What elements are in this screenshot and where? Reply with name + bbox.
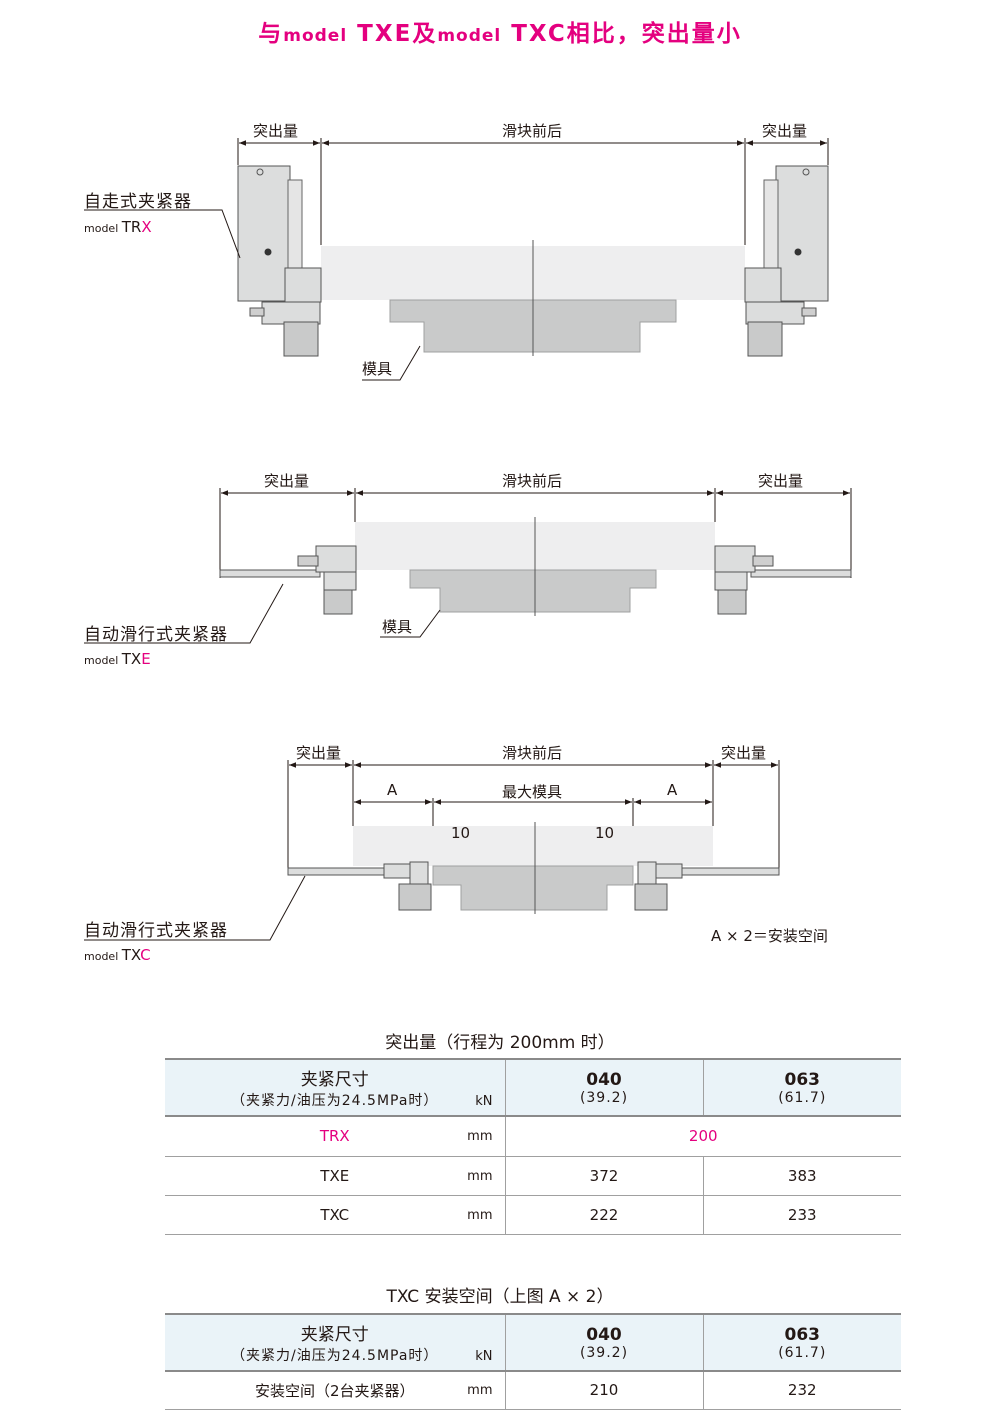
diagram3-right-clamp [634, 861, 780, 911]
d2-protrusion-right: 突出量 [758, 472, 804, 490]
diagram3-left-clamp [287, 861, 432, 911]
diagram2-dimensions [219, 488, 852, 578]
d1-mold-label: 模具 [362, 360, 393, 378]
page-heading: 与model TXE及model TXC相比，突出量小 [258, 21, 742, 47]
d3-clamp-name: 自动滑行式夹紧器 [84, 921, 228, 941]
d3-a-left: A [387, 781, 398, 799]
comparison-diagrams [84, 138, 852, 941]
diagram3-slide [353, 822, 713, 914]
diagram1-right-clamp [744, 165, 829, 357]
d3-protrusion-right: 突出量 [721, 744, 767, 762]
table-row: 安装空间（2台夹紧器）mm 210 232 [165, 1371, 901, 1410]
d3-slide-label: 滑块前后 [502, 744, 563, 762]
d2-mold-label: 模具 [382, 618, 413, 636]
diagram2-left-clamp [219, 545, 357, 615]
table2-title: TXC 安装空间（上图 A × 2） [386, 1287, 614, 1307]
table2-size-040: 040 (39.2) [505, 1313, 704, 1372]
d2-slide-label: 滑块前后 [502, 472, 563, 490]
table1-size-063: 063 (61.7) [703, 1058, 901, 1117]
diagram2-leaders [84, 583, 441, 644]
d1-slide-label: 滑块前后 [502, 122, 563, 140]
d3-ten-right: 10 [595, 824, 615, 842]
d3-protrusion-left: 突出量 [296, 744, 342, 762]
table1-size-040: 040 (39.2) [505, 1058, 704, 1117]
diagram1-dimensions [237, 138, 829, 245]
d3-model: model TXC [84, 946, 151, 964]
table2-size-063: 063 (61.7) [703, 1313, 901, 1372]
d2-model: model TXE [84, 650, 151, 668]
table2-header-row: 夹紧尺寸 （夹紧力/油压为24.5MPa时） kN 040 (39.2) 063… [165, 1313, 901, 1372]
table2-size-header: 夹紧尺寸 （夹紧力/油压为24.5MPa时） kN [165, 1313, 506, 1372]
diagram1-leaders [84, 209, 421, 381]
d1-protrusion-left: 突出量 [253, 122, 299, 140]
diagram2-right-clamp [714, 545, 852, 615]
table1-header-row: 夹紧尺寸 （夹紧力/油压为24.5MPa时） kN 040 (39.2) 063… [165, 1058, 901, 1117]
table1-title: 突出量（行程为 200mm 时） [385, 1033, 615, 1053]
d1-protrusion-right: 突出量 [762, 122, 808, 140]
d3-a-right: A [667, 781, 678, 799]
d2-protrusion-left: 突出量 [264, 472, 310, 490]
diagram1-slide [321, 240, 745, 356]
diagram3-leaders [84, 875, 306, 941]
diagram1-left-clamp [237, 165, 322, 357]
d3-install-note: A × 2＝安装空间 [711, 927, 828, 945]
d3-ten-left: 10 [451, 824, 471, 842]
diagram2-slide [355, 517, 715, 616]
protrusion-table: 夹紧尺寸 （夹紧力/油压为24.5MPa时） kN 040 (39.2) 063… [165, 1058, 901, 1235]
d1-model: model TRX [84, 218, 152, 236]
d2-clamp-name: 自动滑行式夹紧器 [84, 625, 228, 645]
d3-max-mold-label: 最大模具 [502, 783, 563, 801]
install-space-table: 夹紧尺寸 （夹紧力/油压为24.5MPa时） kN 040 (39.2) 063… [165, 1313, 901, 1410]
table1-size-header: 夹紧尺寸 （夹紧力/油压为24.5MPa时） kN [165, 1058, 506, 1117]
d1-clamp-name: 自走式夹紧器 [84, 192, 192, 212]
